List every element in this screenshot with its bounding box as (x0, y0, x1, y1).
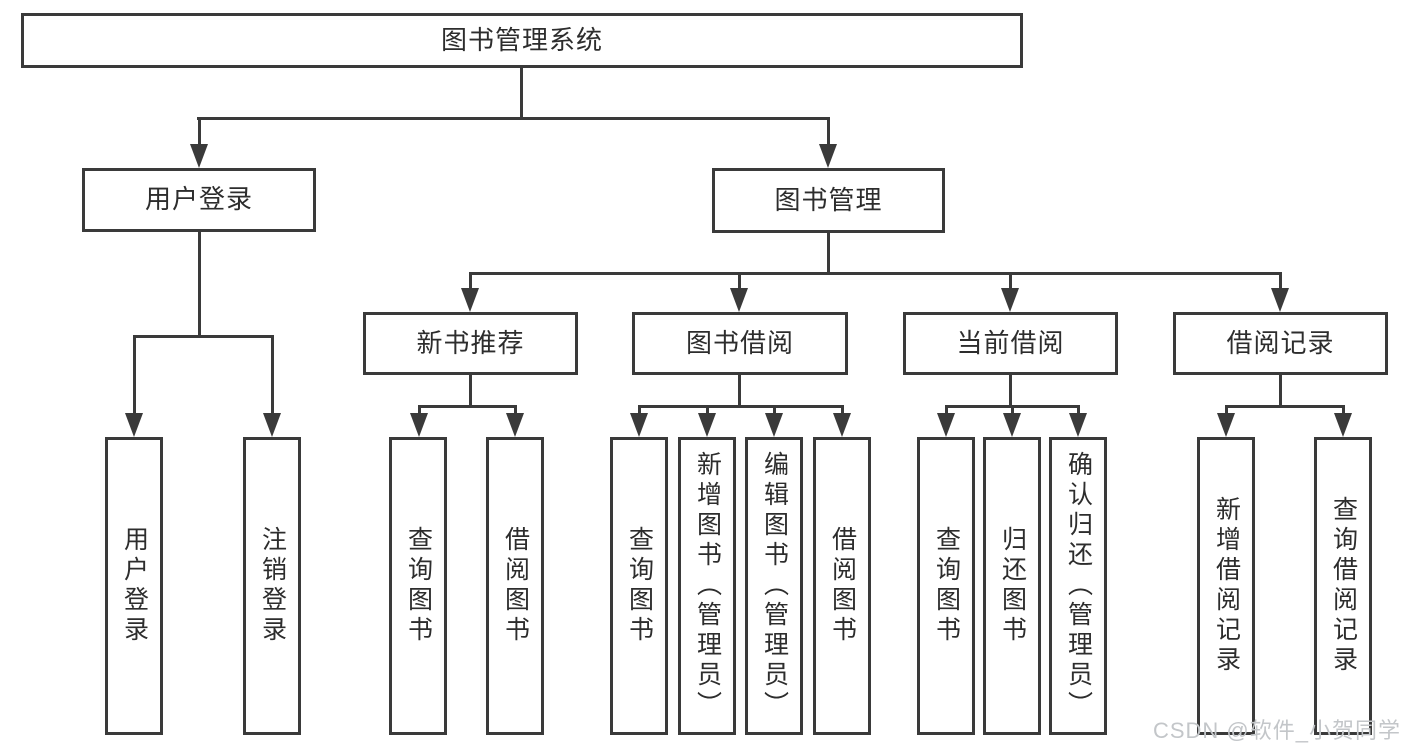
arrowhead-down-icon (125, 413, 143, 437)
arrowhead-down-icon (833, 413, 851, 437)
connector-line (514, 405, 517, 417)
connector-line (469, 272, 1282, 275)
leaf-add-borrow-record: 新增借阅记录 (1197, 437, 1255, 735)
arrowhead-down-icon (698, 413, 716, 437)
node-book-management-label: 图书管理 (774, 184, 883, 215)
node-user-login: 用户登录 (82, 168, 316, 232)
arrowhead-down-icon (630, 413, 648, 437)
arrowhead-down-icon (506, 413, 524, 437)
node-new-book-recommend-label: 新书推荐 (416, 327, 525, 358)
node-borrow-records-label: 借阅记录 (1226, 327, 1335, 358)
leaf-add-book-admin-label: 新增图书（管理员） (693, 451, 722, 721)
leaf-edit-book-admin-label: 编辑图书（管理员） (760, 451, 789, 721)
leaf-add-book-admin: 新增图书（管理员） (678, 437, 736, 735)
connector-line (1279, 272, 1282, 294)
arrowhead-down-icon (461, 288, 479, 312)
connector-line (841, 405, 844, 417)
leaf-query-borrow-record-label: 查询借阅记录 (1329, 496, 1358, 676)
arrowhead-down-icon (1334, 413, 1352, 437)
arrowhead-down-icon (1003, 413, 1021, 437)
connector-line (827, 117, 830, 149)
leaf-user-login-label: 用户登录 (120, 526, 149, 646)
connector-line (198, 229, 201, 338)
connector-line (469, 272, 472, 294)
leaf-return-book: 归还图书 (983, 437, 1041, 735)
connector-line (1009, 372, 1012, 408)
connector-line (1225, 405, 1228, 417)
connector-line (638, 405, 641, 417)
connector-line (271, 335, 274, 417)
connector-line (1011, 405, 1014, 417)
connector-line (738, 372, 741, 408)
arrowhead-down-icon (190, 144, 208, 168)
connector-line (1279, 372, 1282, 408)
watermark: CSDN @软件_小贺同学 (1152, 718, 1401, 743)
leaf-borrow-books-1: 借阅图书 (486, 437, 544, 735)
connector-line (133, 335, 274, 338)
node-borrow-records: 借阅记录 (1173, 312, 1388, 375)
connector-line (1009, 272, 1012, 294)
connector-line (706, 405, 709, 417)
node-root-label: 图书管理系统 (440, 24, 603, 55)
connector-line (638, 405, 844, 408)
leaf-borrow-books-2-label: 借阅图书 (828, 526, 857, 646)
arrowhead-down-icon (410, 413, 428, 437)
leaf-query-books-1: 查询图书 (389, 437, 447, 735)
arrowhead-down-icon (765, 413, 783, 437)
connector-line (773, 405, 776, 417)
node-root: 图书管理系统 (21, 13, 1023, 68)
arrowhead-down-icon (263, 413, 281, 437)
leaf-query-books-3-label: 查询图书 (932, 526, 961, 646)
leaf-logout: 注销登录 (243, 437, 301, 735)
leaf-query-books-2-label: 查询图书 (625, 526, 654, 646)
arrowhead-down-icon (730, 288, 748, 312)
connector-line (945, 405, 948, 417)
connector-line (197, 117, 830, 120)
leaf-borrow-books-2: 借阅图书 (813, 437, 871, 735)
arrowhead-down-icon (819, 144, 837, 168)
node-book-borrow-label: 图书借阅 (685, 327, 794, 358)
leaf-borrow-books-1-label: 借阅图书 (501, 526, 530, 646)
connector-line (198, 117, 201, 149)
connector-line (520, 65, 523, 120)
connector-line (133, 335, 136, 417)
connector-line (1077, 405, 1080, 417)
connector-line (418, 405, 517, 408)
arrowhead-down-icon (937, 413, 955, 437)
leaf-user-login: 用户登录 (105, 437, 163, 735)
arrowhead-down-icon (1217, 413, 1235, 437)
leaf-query-books-2: 查询图书 (610, 437, 668, 735)
arrowhead-down-icon (1069, 413, 1087, 437)
connector-line (1225, 405, 1345, 408)
node-user-login-label: 用户登录 (144, 184, 253, 215)
node-new-book-recommend: 新书推荐 (363, 312, 578, 375)
leaf-confirm-return-admin: 确认归还（管理员） (1049, 437, 1107, 735)
connector-line (738, 272, 741, 294)
connector-line (1342, 405, 1345, 417)
connector-line (418, 405, 421, 417)
leaf-edit-book-admin: 编辑图书（管理员） (745, 437, 803, 735)
connector-line (827, 230, 830, 275)
node-current-borrow-label: 当前借阅 (956, 327, 1065, 358)
leaf-add-borrow-record-label: 新增借阅记录 (1212, 496, 1241, 676)
leaf-logout-label: 注销登录 (258, 526, 287, 646)
arrowhead-down-icon (1001, 288, 1019, 312)
connector-line (469, 372, 472, 408)
leaf-query-borrow-record: 查询借阅记录 (1314, 437, 1372, 735)
leaf-query-books-1-label: 查询图书 (404, 526, 433, 646)
leaf-confirm-return-admin-label: 确认归还（管理员） (1064, 451, 1093, 721)
node-book-management: 图书管理 (712, 168, 945, 233)
arrowhead-down-icon (1271, 288, 1289, 312)
node-book-borrow: 图书借阅 (632, 312, 848, 375)
leaf-query-books-3: 查询图书 (917, 437, 975, 735)
node-current-borrow: 当前借阅 (903, 312, 1118, 375)
leaf-return-book-label: 归还图书 (998, 526, 1027, 646)
